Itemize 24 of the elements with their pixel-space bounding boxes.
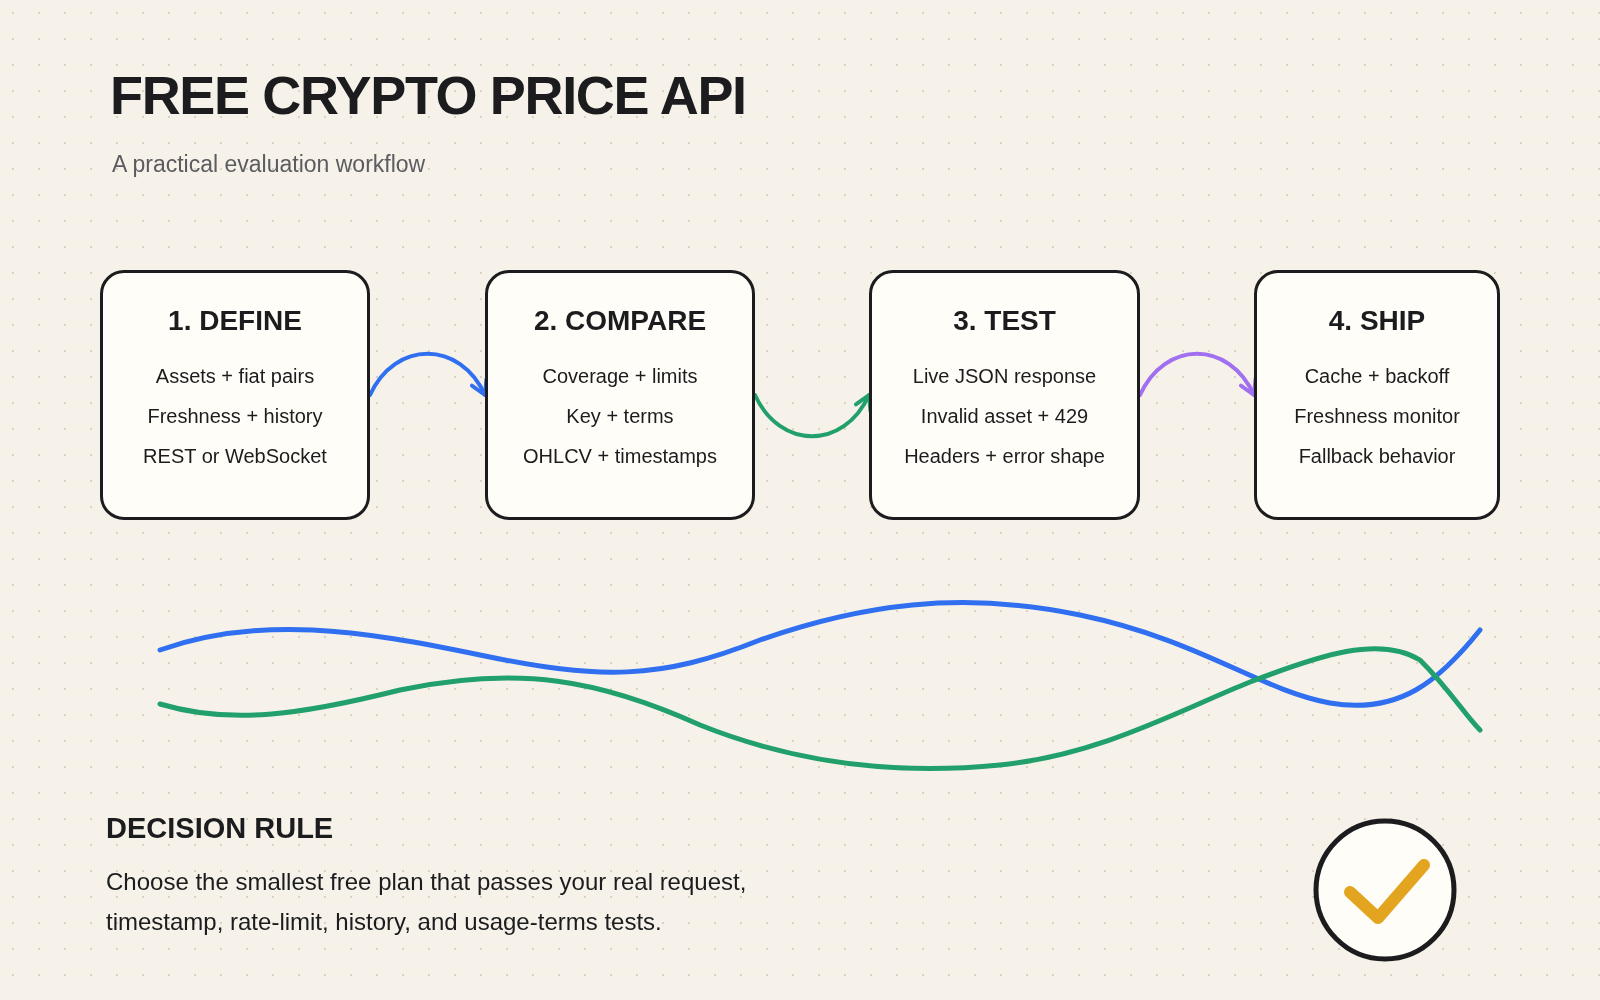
- subtitle: A practical evaluation workflow: [112, 150, 426, 179]
- step-item: Freshness monitor: [1294, 404, 1460, 429]
- step-item: REST or WebSocket: [143, 444, 327, 469]
- step-heading: 4. SHIP: [1328, 307, 1426, 335]
- step-item: Freshness + history: [147, 404, 323, 429]
- step-item: Fallback behavior: [1298, 444, 1456, 469]
- title: FREE CRYPTO PRICE API: [110, 68, 746, 122]
- step-heading: 3. TEST: [953, 307, 1056, 335]
- step-item: Live JSON response: [912, 364, 1097, 389]
- section-heading: DECISION RULE: [106, 814, 334, 843]
- step-card: [1254, 270, 1500, 520]
- step-card: [100, 270, 370, 520]
- step-heading: 2. COMPARE: [533, 307, 707, 335]
- step-item: Key + terms: [566, 404, 674, 429]
- decision-text: Choose the smallest free plan that passes your real request, timestamp, rate-limit, history, and usage-terms tests.: [106, 867, 748, 937]
- step-card: [485, 270, 755, 520]
- step-heading: 1. DEFINE: [168, 307, 302, 335]
- step-item: OHLCV + timestamps: [523, 444, 717, 469]
- step-item: Cache + backoff: [1304, 364, 1450, 389]
- step-item: Headers + error shape: [904, 444, 1105, 469]
- step-item: Assets + fiat pairs: [155, 364, 315, 389]
- step-item: Invalid asset + 429: [920, 404, 1089, 429]
- step-card: [869, 270, 1140, 520]
- step-item: Coverage + limits: [542, 364, 698, 389]
